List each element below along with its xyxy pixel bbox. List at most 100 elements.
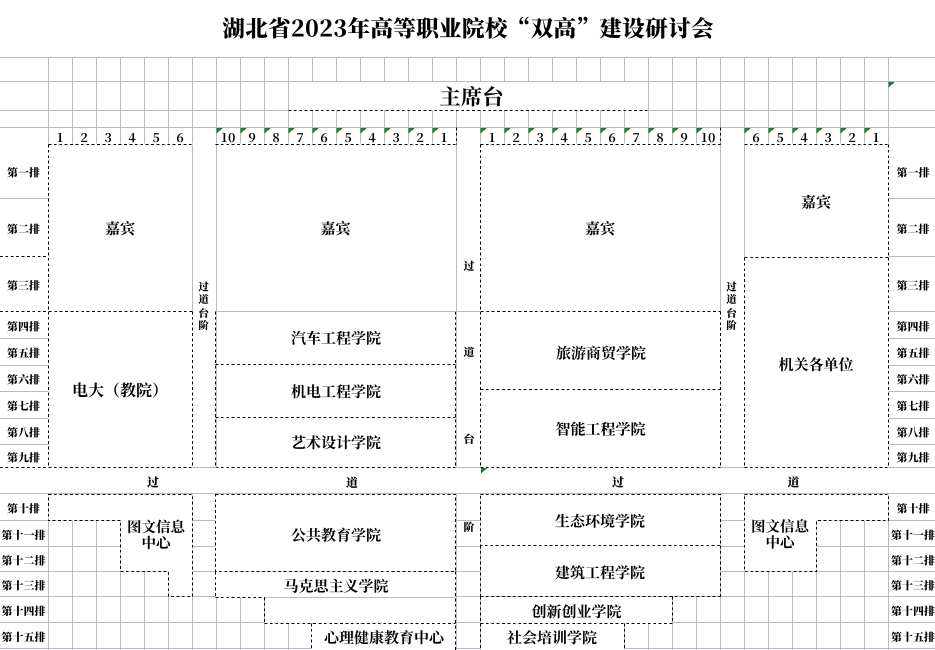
svg-text:阶: 阶 — [198, 318, 209, 333]
svg-text:第十二排: 第十二排 — [2, 552, 46, 568]
svg-text:1: 1 — [488, 128, 495, 146]
svg-text:第七排: 第七排 — [7, 398, 40, 414]
svg-text:第八排: 第八排 — [7, 425, 40, 441]
svg-text:5: 5 — [344, 128, 351, 146]
svg-text:道: 道 — [726, 292, 737, 307]
svg-text:电大（教院）: 电大（教院） — [72, 378, 168, 401]
svg-text:3: 3 — [104, 128, 111, 146]
svg-text:7: 7 — [296, 128, 303, 146]
svg-text:第六排: 第六排 — [897, 372, 930, 388]
svg-text:过: 过 — [726, 280, 737, 295]
svg-text:第二排: 第二排 — [7, 221, 40, 237]
svg-text:过: 过 — [147, 473, 159, 490]
svg-text:第十一排: 第十一排 — [891, 527, 935, 543]
svg-text:创新创业学院: 创新创业学院 — [531, 601, 621, 622]
svg-text:2: 2 — [848, 128, 855, 146]
svg-text:阶: 阶 — [464, 519, 475, 535]
svg-text:5: 5 — [152, 128, 159, 146]
svg-text:第三排: 第三排 — [7, 277, 40, 293]
svg-text:7: 7 — [632, 128, 639, 146]
svg-text:9: 9 — [680, 128, 687, 146]
svg-text:6: 6 — [752, 128, 759, 146]
svg-text:8: 8 — [272, 128, 279, 146]
svg-text:主席台: 主席台 — [439, 81, 504, 112]
svg-text:旅游商贸学院: 旅游商贸学院 — [556, 343, 646, 364]
svg-text:建筑工程学院: 建筑工程学院 — [555, 562, 645, 583]
svg-text:第九排: 第九排 — [897, 449, 930, 465]
svg-text:3: 3 — [392, 128, 399, 146]
svg-text:第十五排: 第十五排 — [891, 629, 935, 645]
svg-text:生态环境学院: 生态环境学院 — [555, 511, 645, 532]
svg-text:第五排: 第五排 — [897, 345, 930, 361]
svg-text:阶: 阶 — [726, 318, 737, 333]
svg-text:第八排: 第八排 — [897, 425, 930, 441]
svg-text:过: 过 — [464, 258, 475, 274]
svg-text:第十一排: 第十一排 — [2, 527, 46, 543]
svg-text:1: 1 — [872, 128, 879, 146]
svg-text:第二排: 第二排 — [897, 221, 930, 237]
svg-text:机关各单位: 机关各单位 — [778, 354, 853, 375]
svg-text:4: 4 — [368, 128, 376, 146]
svg-text:4: 4 — [560, 128, 568, 146]
svg-text:台: 台 — [198, 306, 209, 321]
svg-text:中心: 中心 — [766, 531, 795, 552]
svg-text:2: 2 — [80, 128, 87, 146]
svg-text:机电工程学院: 机电工程学院 — [291, 381, 381, 402]
svg-text:4: 4 — [128, 128, 136, 146]
svg-text:3: 3 — [824, 128, 831, 146]
svg-text:第十排: 第十排 — [897, 500, 930, 516]
svg-text:马克思主义学院: 马克思主义学院 — [283, 575, 388, 596]
svg-text:4: 4 — [800, 128, 808, 146]
svg-text:心理健康教育中心: 心理健康教育中心 — [324, 627, 444, 648]
svg-text:汽车工程学院: 汽车工程学院 — [291, 328, 381, 349]
svg-text:10: 10 — [701, 128, 716, 146]
svg-text:中心: 中心 — [142, 532, 171, 553]
svg-text:9: 9 — [248, 128, 255, 146]
svg-text:社会培训学院: 社会培训学院 — [507, 627, 597, 648]
svg-text:2: 2 — [512, 128, 519, 146]
svg-text:嘉宾: 嘉宾 — [320, 218, 350, 239]
svg-text:第十四排: 第十四排 — [2, 603, 46, 619]
svg-text:第四排: 第四排 — [7, 318, 40, 334]
svg-text:1: 1 — [56, 128, 63, 146]
svg-text:第十四排: 第十四排 — [891, 603, 935, 619]
svg-text:3: 3 — [536, 128, 543, 146]
svg-text:1: 1 — [440, 128, 447, 146]
svg-text:第一排: 第一排 — [897, 164, 930, 180]
svg-text:智能工程学院: 智能工程学院 — [555, 419, 645, 440]
svg-text:第五排: 第五排 — [7, 345, 40, 361]
svg-text:过: 过 — [612, 474, 624, 491]
svg-text:6: 6 — [608, 128, 615, 146]
svg-text:第一排: 第一排 — [7, 164, 40, 180]
svg-text:图文信息: 图文信息 — [751, 515, 809, 536]
svg-text:2: 2 — [416, 128, 423, 146]
svg-text:6: 6 — [176, 128, 183, 146]
svg-text:过: 过 — [198, 280, 209, 295]
svg-text:嘉宾: 嘉宾 — [585, 218, 615, 239]
svg-text:嘉宾: 嘉宾 — [801, 191, 831, 212]
svg-text:第四排: 第四排 — [897, 318, 930, 334]
svg-text:道: 道 — [198, 292, 209, 307]
svg-text:第六排: 第六排 — [7, 372, 40, 388]
svg-text:第十二排: 第十二排 — [891, 552, 935, 568]
svg-text:台: 台 — [726, 306, 737, 321]
svg-text:嘉宾: 嘉宾 — [105, 218, 135, 239]
svg-text:第十排: 第十排 — [7, 500, 40, 516]
svg-text:5: 5 — [584, 128, 591, 146]
svg-text:第九排: 第九排 — [7, 449, 40, 465]
svg-text:道: 道 — [346, 474, 358, 491]
svg-text:8: 8 — [656, 128, 663, 146]
svg-text:第七排: 第七排 — [897, 398, 930, 414]
svg-text:湖北省2023年高等职业院校“双高”建设研讨会: 湖北省2023年高等职业院校“双高”建设研讨会 — [222, 12, 714, 44]
svg-text:道: 道 — [787, 473, 799, 490]
svg-text:第十五排: 第十五排 — [2, 629, 46, 645]
svg-text:第十三排: 第十三排 — [2, 577, 46, 593]
svg-text:第三排: 第三排 — [897, 277, 930, 293]
svg-text:10: 10 — [221, 128, 236, 146]
svg-text:艺术设计学院: 艺术设计学院 — [291, 432, 381, 453]
svg-text:公共教育学院: 公共教育学院 — [291, 525, 381, 546]
svg-text:6: 6 — [320, 128, 327, 146]
svg-text:5: 5 — [776, 128, 783, 146]
svg-text:第十三排: 第十三排 — [891, 577, 935, 593]
svg-text:道: 道 — [464, 344, 475, 360]
